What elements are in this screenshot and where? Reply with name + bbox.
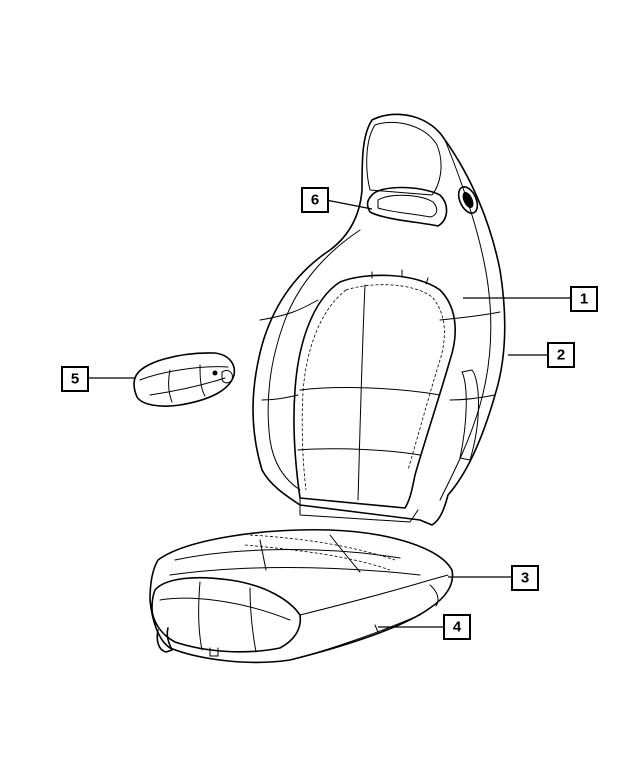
seat-cushion [149, 528, 454, 664]
leader-lines [88, 199, 571, 628]
callout-5: 5 [61, 366, 89, 392]
callout-1: 1 [570, 286, 598, 312]
callout-1-label: 1 [580, 291, 588, 308]
callout-4: 4 [443, 614, 471, 640]
callout-3: 3 [511, 565, 539, 591]
callout-3-label: 3 [521, 570, 529, 587]
seat-back [252, 113, 506, 526]
callout-2-label: 2 [557, 347, 565, 364]
callout-5-label: 5 [71, 371, 79, 388]
callout-2: 2 [547, 342, 575, 368]
leader-6 [325, 199, 373, 210]
callout-6: 6 [301, 187, 329, 213]
headrest-guide-slot [366, 186, 448, 227]
callout-6-label: 6 [311, 192, 319, 209]
callout-4-label: 4 [453, 619, 462, 636]
side-grommet [457, 186, 479, 214]
armrest [133, 352, 236, 407]
